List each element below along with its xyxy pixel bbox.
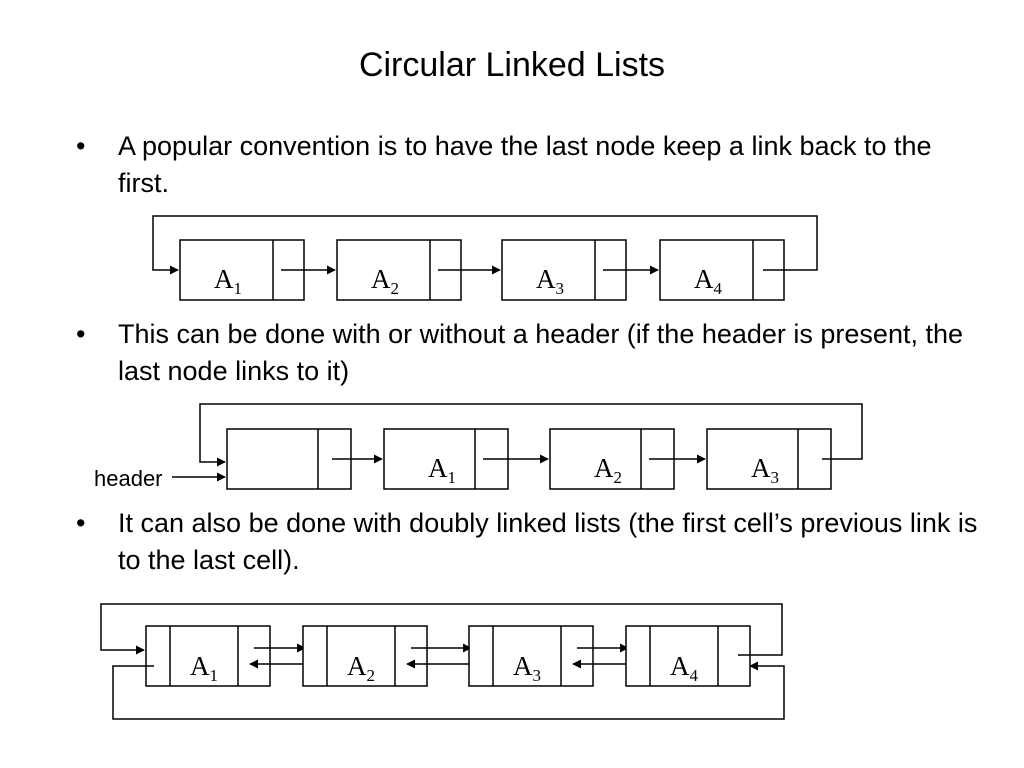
node-label: A3	[751, 453, 779, 487]
node-label: A3	[513, 651, 541, 685]
list-node	[706, 428, 832, 490]
node-label-base: A	[751, 453, 771, 483]
bullet-marker: •	[76, 508, 86, 538]
node-label-subscript: 1	[210, 666, 219, 685]
node-label-subscript: 3	[556, 279, 565, 298]
node-label-subscript: 2	[367, 666, 376, 685]
node-label-base: A	[214, 264, 234, 294]
node-label-base: A	[594, 453, 614, 483]
node-label: A3	[536, 264, 564, 298]
node-label: A2	[347, 651, 375, 685]
list-node	[468, 625, 594, 687]
node-label-base: A	[670, 651, 690, 681]
circular-prev-link-arrow	[112, 661, 785, 720]
node-label-subscript: 3	[771, 468, 780, 487]
header-node	[226, 428, 352, 490]
node-label: A1	[214, 264, 242, 298]
node-label: A4	[670, 651, 699, 685]
bullet-text: This can be done with or without a heade…	[118, 319, 964, 386]
list-node	[302, 625, 428, 687]
bullet-marker: •	[76, 319, 86, 349]
slide-title: Circular Linked Lists	[358, 46, 666, 84]
circular-next-link-arrow	[100, 603, 783, 656]
node-label-subscript: 1	[448, 468, 457, 487]
node-label-subscript: 4	[690, 666, 699, 685]
node-label-base: A	[694, 264, 714, 294]
list-node	[145, 625, 271, 687]
node-label-subscript: 4	[714, 279, 723, 298]
circular-back-link-arrow	[199, 403, 863, 467]
node-label-base: A	[190, 651, 210, 681]
node-label-base: A	[536, 264, 556, 294]
node-label: A4	[694, 264, 723, 298]
node-label-subscript: 2	[614, 468, 623, 487]
bullet-text: It can also be done with doubly linked l…	[118, 508, 978, 575]
node-label: A1	[190, 651, 218, 685]
node-label: A2	[371, 264, 399, 298]
bullet-text: A popular convention is to have the last…	[118, 131, 932, 198]
node-label-base: A	[428, 453, 448, 483]
node-label-base: A	[347, 651, 367, 681]
node-label: A1	[428, 453, 456, 487]
header-label: header	[94, 466, 163, 491]
node-label-base: A	[371, 264, 391, 294]
node-label-subscript: 2	[391, 279, 400, 298]
node-label: A2	[594, 453, 622, 487]
circular-back-link-arrow	[152, 215, 818, 275]
bullet-marker: •	[76, 131, 86, 161]
node-label-subscript: 3	[533, 666, 542, 685]
node-label-base: A	[513, 651, 533, 681]
list-node	[625, 625, 751, 687]
node-label-subscript: 1	[234, 279, 243, 298]
